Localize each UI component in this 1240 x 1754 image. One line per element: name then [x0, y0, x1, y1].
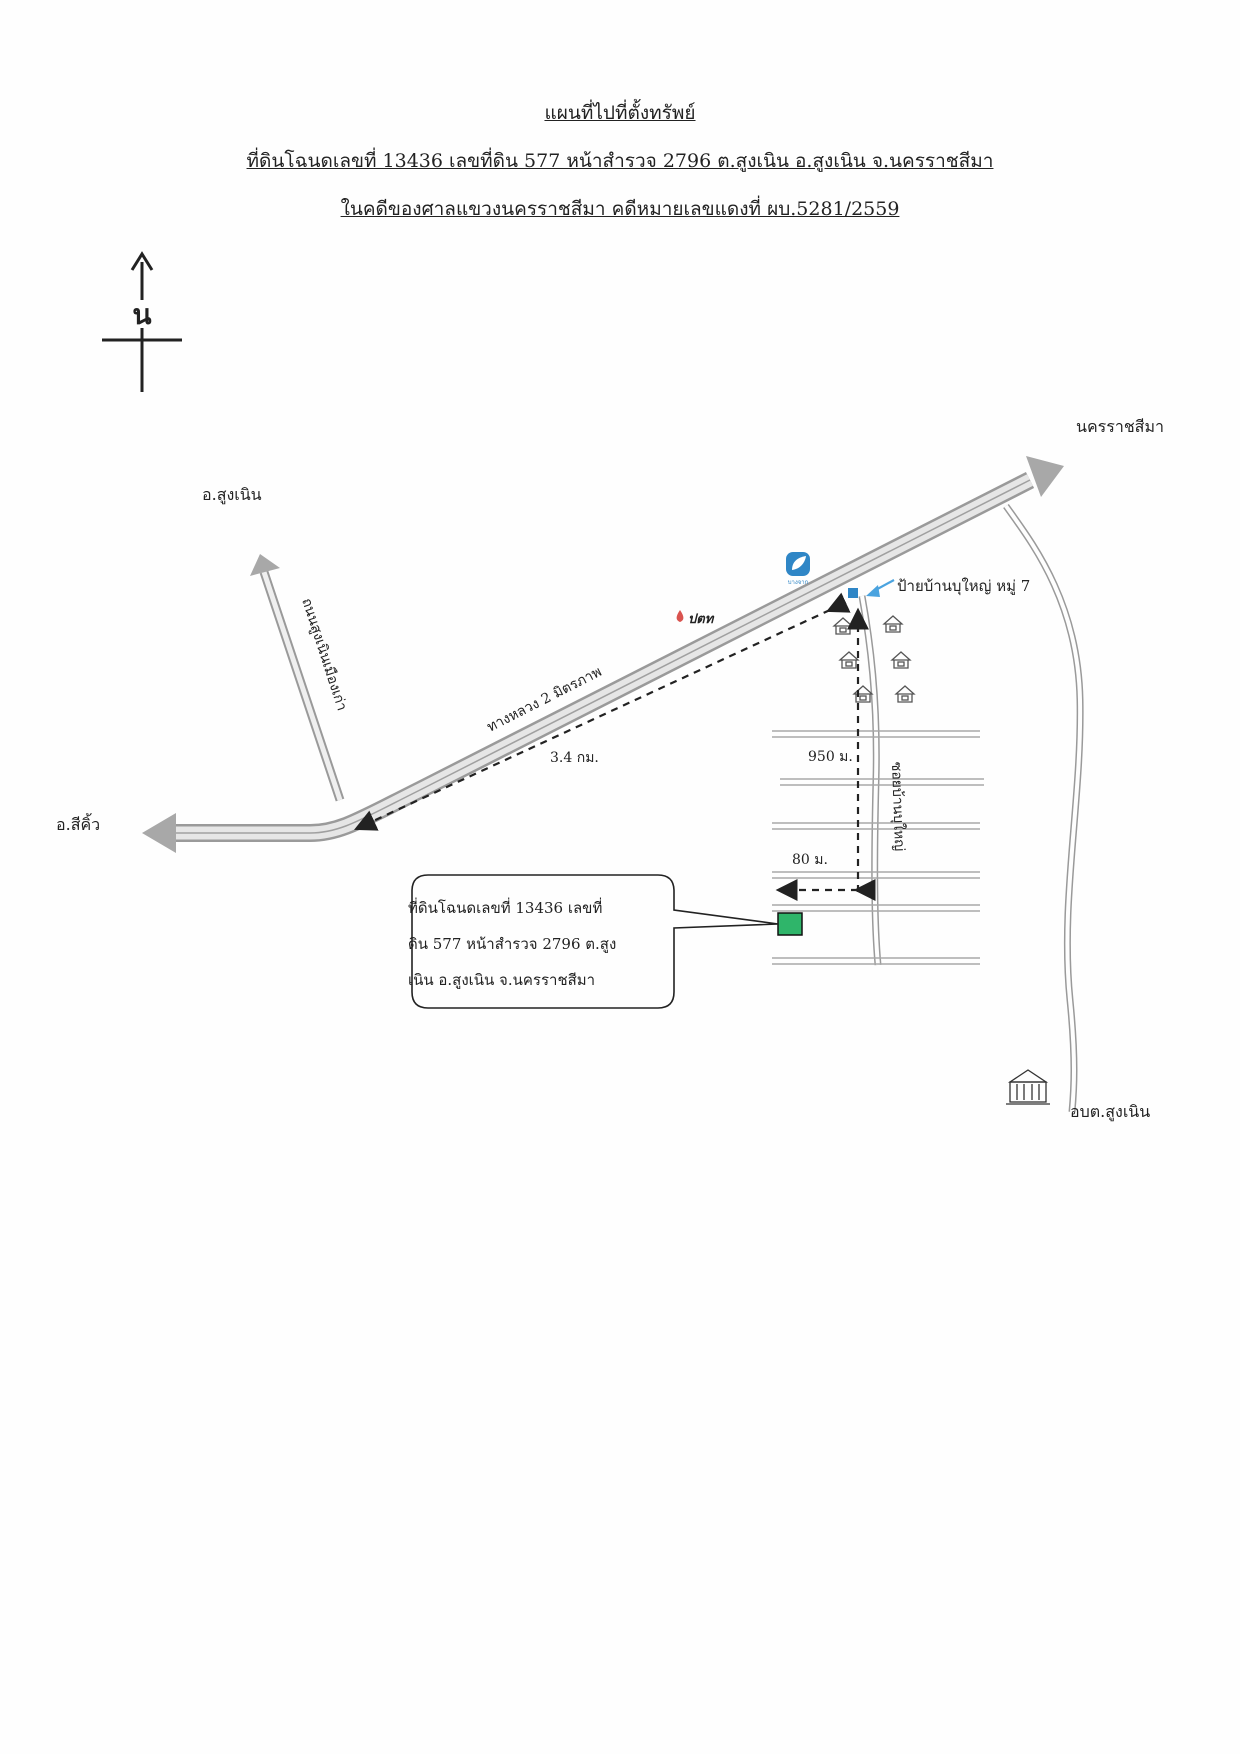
north-arrow-icon [130, 251, 154, 271]
house-icon [890, 651, 912, 669]
callout-line: ที่ดินโฉนดเลขที่ 13436 เลขที่ [408, 899, 603, 917]
case-info-line: ในคดีของศาลแขวงนครราชสีมา คดีหมายเลขแดงท… [340, 198, 900, 220]
callout-line: ดิน 577 หน้าสำรวจ 2796 ต.สูง [408, 935, 617, 953]
callout-line: เนิน อ.สูงเนิน จ.นครราชสีมา [408, 971, 596, 989]
house-icon [894, 685, 916, 703]
highway-west-arrow-icon [142, 813, 176, 853]
highway-road [142, 456, 1064, 853]
house-icon [838, 651, 860, 669]
highway-distance-label: 3.4 กม. [550, 750, 599, 766]
callout-text: ที่ดินโฉนดเลขที่ 13436 เลขที่ ดิน 577 หน… [408, 890, 678, 998]
village-sign-icon [848, 588, 858, 598]
village-sign: ป้ายบ้านบุใหญ่ หมู่ 7 [848, 577, 1030, 598]
house-icon [882, 615, 904, 633]
highway-distance-arrow [354, 592, 851, 831]
ptt-station: ปตท [676, 610, 715, 627]
house-icon [832, 617, 854, 635]
east-road [1003, 503, 1084, 1113]
ptt-logo-icon [676, 610, 684, 622]
compass-label-bg [128, 300, 156, 328]
house-icon [852, 685, 874, 703]
village-sign-label: ป้ายบ้านบุใหญ่ หมู่ 7 [897, 577, 1030, 596]
bangchak-station: บางจาก [786, 552, 810, 586]
obt-label: อบต.สูงเนิน [1070, 1102, 1150, 1122]
soi-label: ซอยบ้านบุใหญ่ [888, 762, 908, 852]
property-plot-marker [777, 912, 803, 936]
property-callout [411, 874, 779, 1009]
obt-building-icon [1006, 1069, 1050, 1105]
north-compass: น [102, 251, 182, 392]
offset-distance-label: 80 ม. [792, 852, 828, 868]
distance-markers [354, 592, 876, 901]
deed-info-line: ที่ดินโฉนดเลขที่ 13436 เลขที่ดิน 577 หน้… [246, 150, 994, 172]
nakhon-ratchasima-label: นครราชสีมา [1076, 417, 1164, 436]
map-title: แผนที่ไปที่ตั้งทรัพย์ [544, 102, 696, 124]
north-label: น [132, 298, 151, 331]
bangchak-label: บางจาก [788, 579, 809, 586]
sikhio-district-label: อ.สีคิ้ว [56, 813, 100, 834]
ptt-label: ปตท [688, 612, 715, 627]
highway-east-arrow-icon [1026, 456, 1064, 497]
side-road-arrow-icon [250, 554, 280, 576]
sung-noen-district-label: อ.สูงเนิน [202, 485, 262, 505]
sign-pointer-arrow-icon [866, 585, 880, 597]
soi-road [858, 595, 882, 966]
side-road [250, 554, 345, 802]
soi-distance-label: 950 ม. [808, 749, 853, 765]
